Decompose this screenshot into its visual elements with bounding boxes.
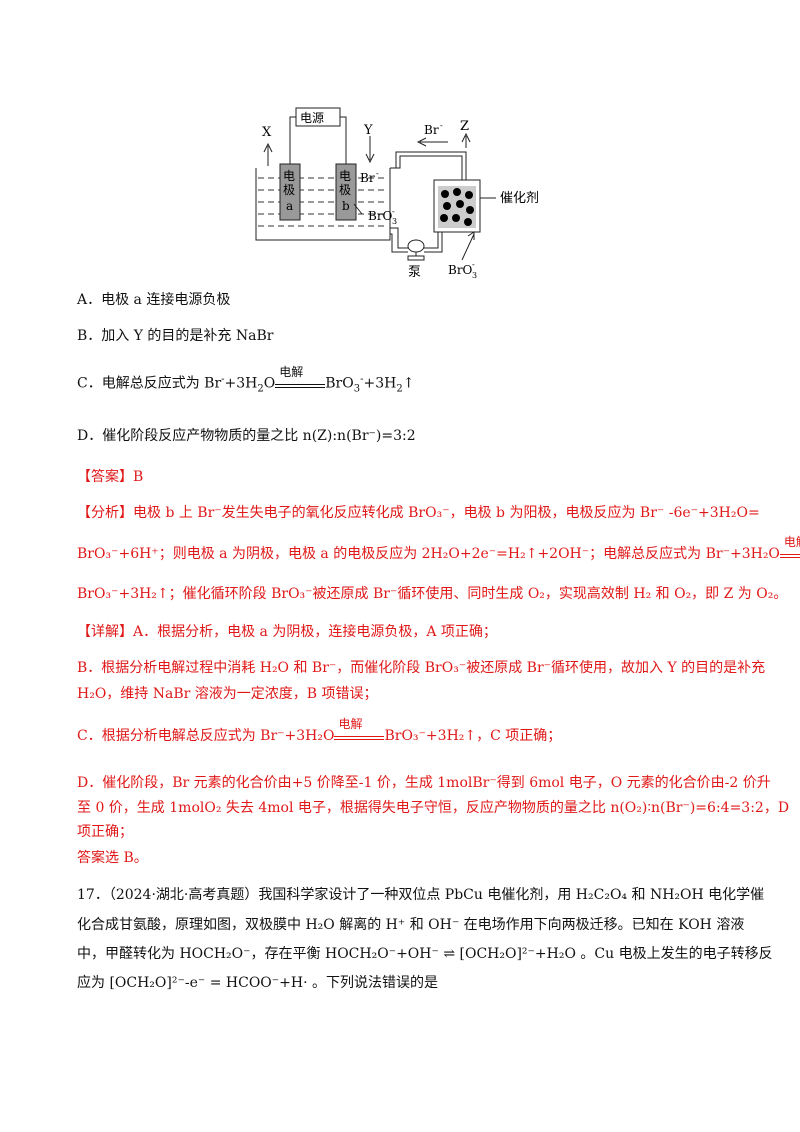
detail-line-d2: 至 0 价，生成 1molO₂ 失去 4mol 电子，根据得失电子守恒，反应产物…: [77, 800, 790, 816]
electrode-a-char3: a: [286, 199, 293, 213]
option-b-text: B．加入 Y 的目的是补充: [77, 328, 236, 344]
answer-label: 【答案】: [77, 469, 133, 485]
svg-text:3: 3: [392, 217, 397, 226]
label-pump: 泵: [408, 265, 421, 280]
final-answer: 答案选 B。: [77, 850, 148, 866]
detail-line-d3: 项正确；: [77, 824, 133, 840]
option-c-text: C．电解总反应式为: [77, 375, 205, 392]
electrolysis-label-3: 电解: [338, 717, 363, 731]
answer-value: B: [133, 469, 144, 485]
detail-text-a: A．根据分析，电极 a 为阴极，连接电源负极，A 项正确；: [133, 624, 497, 640]
electrode-a: [279, 163, 301, 221]
label-bro3-tank: BrO: [368, 209, 393, 223]
electrolysis-diagram: 电源 电 极 a 电 极 b X Y Br - BrO 3 - Br -: [255, 107, 539, 280]
option-b: B．加入 Y 的目的是补充 NaBr: [77, 326, 273, 346]
q17-line-3: 中，甲醛转化为 HOCH₂O⁻，存在平衡 HOCH₂O⁻+OH⁻ ⇌ [OCH₂…: [77, 946, 773, 962]
electrolysis-label-2: 电解: [783, 535, 800, 549]
analysis-label: 【分析】: [77, 505, 133, 521]
analysis-text-1: 电极 b 上 Br⁻发生失电子的氧化反应转化成 BrO₃⁻，电极 b 为阳极，电…: [133, 505, 760, 521]
answer-line: 【答案】B: [77, 467, 143, 487]
q17-line-4: 应为 [OCH₂O]²⁻-e⁻ = HCOO⁻+H· 。下列说法错误的是: [77, 975, 439, 991]
detail-line-d1: D．催化阶段，Br 元素的化合价由+5 价降至-1 价，生成 1molBr⁻得到…: [77, 775, 771, 791]
svg-text:-: -: [440, 121, 443, 130]
label-y: Y: [363, 123, 373, 138]
svg-text:3: 3: [472, 271, 477, 280]
svg-text:-: -: [376, 169, 379, 178]
svg-text:-: -: [392, 207, 395, 216]
analysis-line-1: 【分析】电极 b 上 Br⁻发生失电子的氧化反应转化成 BrO₃⁻，电极 b 为…: [77, 503, 760, 523]
electrode-a-char1: 电: [283, 169, 295, 183]
label-z: Z: [460, 119, 469, 134]
analysis-line-2: BrO₃⁻+6H⁺；则电极 a 为阴极，电极 a 的电极反应为 2H₂O+2e⁻…: [77, 535, 800, 564]
option-a: A．电极 a 连接电源负极: [77, 292, 231, 308]
electrolysis-label: 电解: [279, 364, 304, 379]
label-x: X: [262, 125, 272, 140]
detail-text-c-post: BrO₃⁻+3H₂↑，C 项正确；: [384, 728, 562, 744]
electrode-b-char3: b: [342, 199, 350, 213]
label-catalyst: 催化剂: [500, 191, 539, 206]
pump: [407, 239, 425, 253]
analysis-text-2: BrO₃⁻+6H⁺；则电极 a 为阴极，电极 a 的电极反应为 2H₂O+2e⁻…: [77, 546, 780, 562]
detail-line-a: 【详解】A．根据分析，电极 a 为阴极，连接电源负极，A 项正确；: [77, 622, 497, 642]
q17-line-2: 化合成甘氨酸，原理如图，双极膜中 H₂O 解离的 H⁺ 和 OH⁻ 在电场作用下…: [77, 917, 745, 933]
power-supply-label: 电源: [300, 111, 324, 125]
electrode-b-char2: 极: [339, 183, 351, 197]
q17-line-1: 17．（2024·湖北·高考真题）我国科学家设计了一种双位点 PbCu 电催化剂…: [77, 887, 765, 903]
option-d: D．催化阶段反应产物物质的量之比 n(Z):n(Br⁻)=3:2: [77, 428, 416, 444]
label-br-left: Br: [360, 171, 375, 185]
detail-line-b2: H₂O，维持 NaBr 溶液为一定浓度，B 项错误；: [77, 686, 378, 702]
electrode-b-char1: 电: [339, 169, 351, 183]
option-b-value: NaBr: [235, 328, 274, 344]
analysis-line-3: BrO₃⁻+3H₂↑；催化循环阶段 BrO₃⁻被还原成 Br⁻循环使用、同时生成…: [77, 586, 788, 602]
electrode-a-char2: 极: [283, 183, 295, 197]
detail-label: 【详解】: [77, 624, 133, 640]
detail-text-c-pre: C．根据分析电解总反应式为 Br⁻+3H₂O: [77, 728, 335, 744]
detail-line-b1: B．根据分析电解过程中消耗 H₂O 和 Br⁻，而催化阶段 BrO₃⁻被还原成 …: [77, 660, 766, 676]
label-br-top: Br: [424, 123, 439, 137]
electrolytic-tank: [255, 168, 391, 241]
electrode-b: [335, 163, 357, 221]
label-bro3-bottom: BrO: [448, 263, 473, 277]
svg-text:-: -: [472, 260, 475, 269]
